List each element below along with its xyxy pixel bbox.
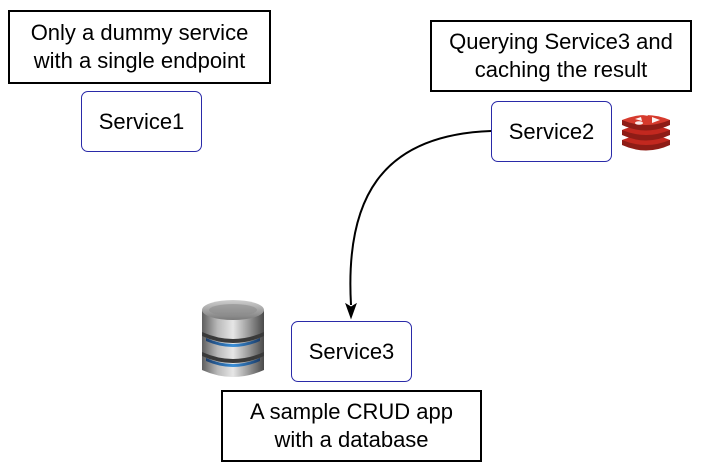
connector-line (349, 130, 492, 306)
service1-note-line-2: with a single endpoint (33, 48, 246, 73)
service3-note-line-2: with a database (274, 427, 429, 452)
service1-label: Service1 (98, 108, 185, 134)
service3-label: Service3 (308, 338, 395, 364)
redis-icon (622, 113, 670, 151)
service1-note: Only a dummy service with a single endpo… (8, 10, 271, 84)
service2-node[interactable]: Service2 (491, 101, 612, 162)
service3-node[interactable]: Service3 (291, 321, 412, 382)
service1-node[interactable]: Service1 (81, 91, 202, 152)
service2-note-line-1: Querying Service3 and (449, 29, 673, 54)
database-icon (202, 300, 264, 377)
service3-note: A sample CRUD app with a database (221, 390, 482, 462)
service2-label: Service2 (508, 118, 595, 144)
service3-note-line-1: A sample CRUD app (250, 399, 453, 424)
service2-note-line-2: caching the result (474, 57, 648, 82)
arrowhead (345, 302, 357, 320)
service2-note: Querying Service3 and caching the result (430, 20, 692, 92)
service1-note-line-1: Only a dummy service (30, 20, 249, 45)
